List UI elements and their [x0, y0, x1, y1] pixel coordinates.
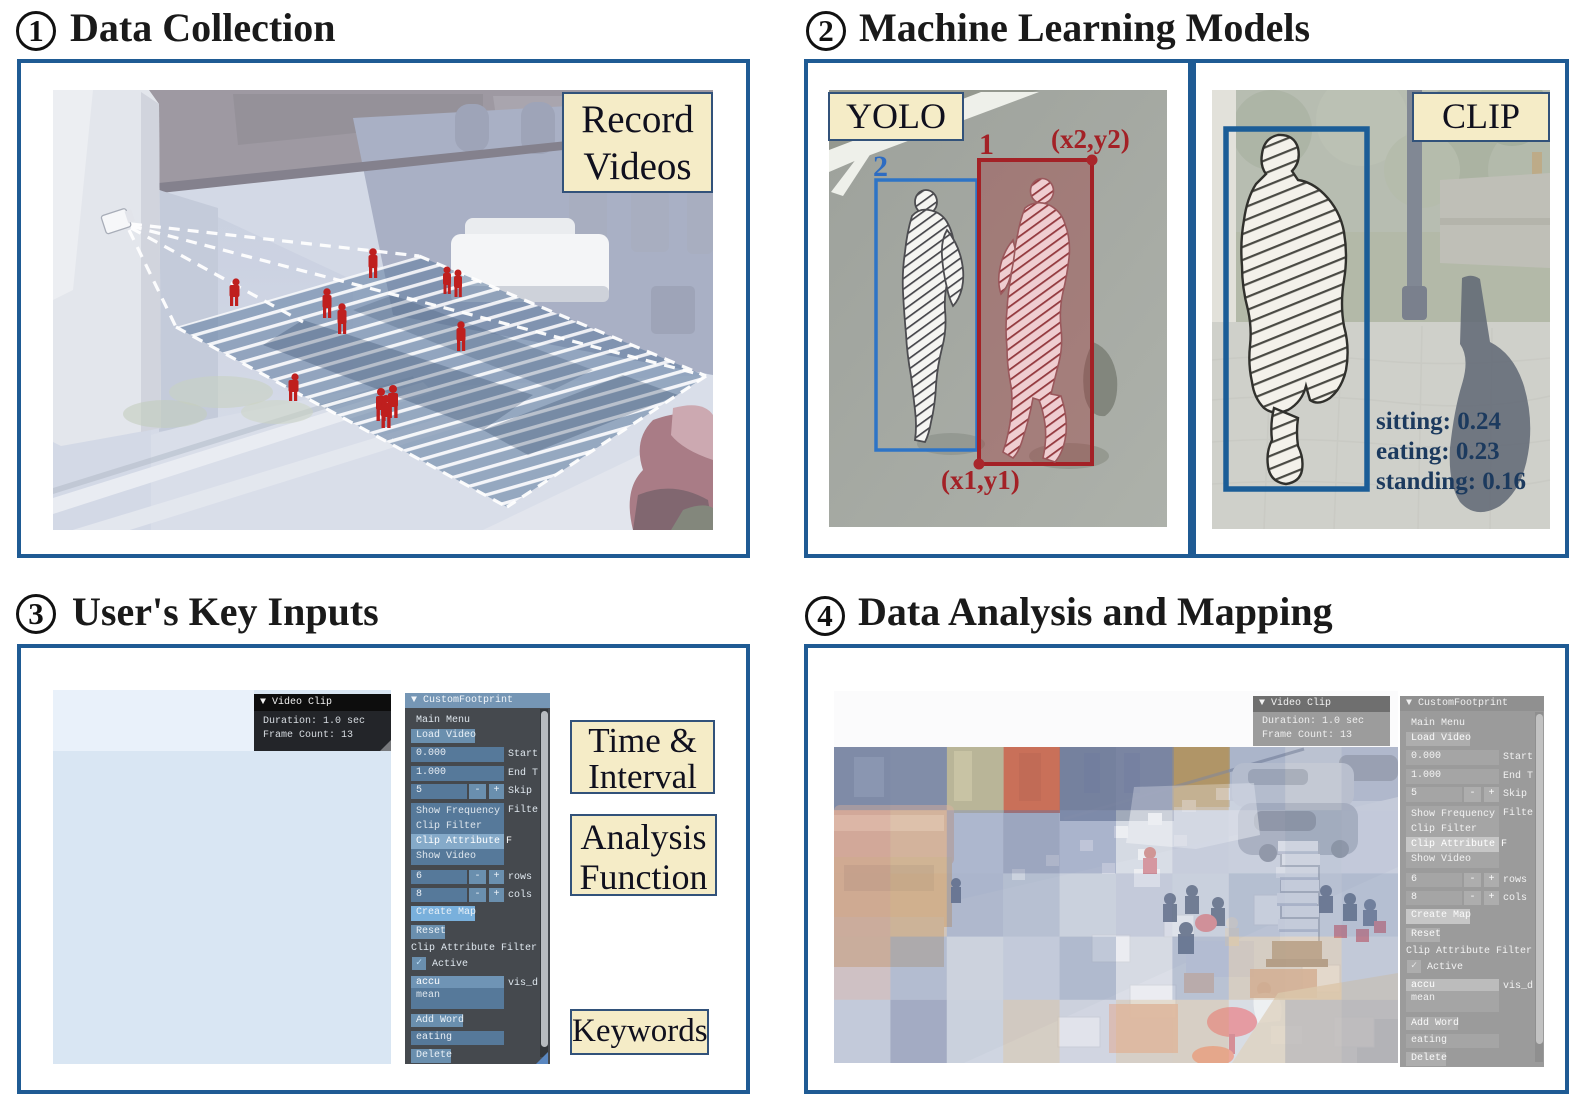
svg-text:(x2,y2): (x2,y2)	[1051, 124, 1130, 154]
svg-text:2: 2	[873, 150, 888, 183]
svg-text:1: 1	[979, 128, 994, 161]
svg-text:sitting: 0.24: sitting: 0.24	[1376, 408, 1502, 435]
svg-text:(x1,y1): (x1,y1)	[941, 465, 1020, 495]
svg-text:eating: 0.23: eating: 0.23	[1376, 438, 1500, 465]
svg-text:standing: 0.16: standing: 0.16	[1376, 468, 1526, 495]
